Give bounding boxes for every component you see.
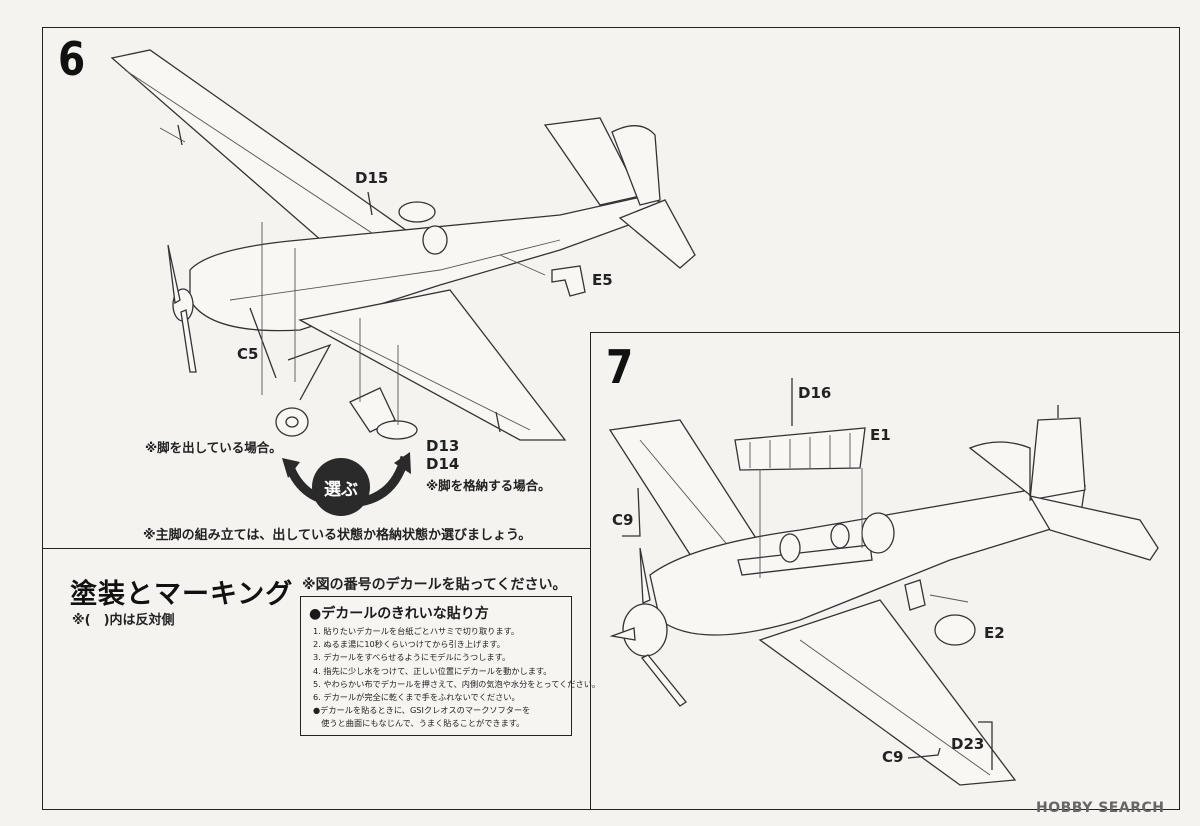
part-label-c9-bottom: C9 [882,748,904,766]
painting-title: 塗装とマーキング [70,579,294,610]
part-label-d13: D13 [426,437,460,455]
decal-step: 1. 貼りたいデカールを台紙ごとハサミで切り取ります。 [313,626,520,636]
part-label-e5: E5 [592,271,613,289]
step6-frame [42,27,1180,549]
part-label-e2: E2 [984,624,1005,642]
decal-step: 2. ぬるま湯に10秒くらいつけてから引き上げます。 [313,639,505,650]
painting-frame [42,548,590,810]
decal-guide-title: ●デカールのきれいな貼り方 [309,606,489,622]
note-gear-retracted: ※脚を格納する場合。 [426,478,551,493]
part-label-d16: D16 [798,384,832,402]
part-label-c9-top: C9 [612,511,634,529]
decal-step: ●デカールを貼るときに、GSIクレオスのマークソフターを [313,705,531,716]
decal-step: 4. 指先に少し水をつけて、正しい位置にデカールを動かします。 [313,665,552,676]
part-label-c5: C5 [237,345,259,363]
decal-step: 使うと曲面にもなじんで、うまく貼ることができます。 [313,718,525,729]
step6-footnote: ※主脚の組み立ては、出している状態か格納状態か選びましょう。 [143,528,532,543]
step6-number: 6 [58,32,85,86]
decal-instruction: ※図の番号のデカールを貼ってください。 [302,577,567,593]
part-label-d15: D15 [355,169,389,187]
watermark: HOBBY SEARCH [1036,800,1165,816]
part-label-d14: D14 [426,455,460,473]
part-label-d23: D23 [951,735,985,753]
part-label-e1: E1 [870,426,891,444]
choose-badge: 選ぶ [312,458,370,516]
decal-step: 6. デカールが完全に乾くまで手をふれないでください。 [313,692,520,703]
note-gear-extended: ※脚を出している場合。 [145,440,282,455]
decal-guide-steps: 1. 貼りたいデカールを台紙ごとハサミで切り取ります。 2. ぬるま湯に10秒く… [313,625,600,731]
step7-number: 7 [606,340,633,394]
decal-step: 3. デカールをすべらせるようにモデルにうつします。 [313,652,511,663]
reverse-side-note: ※( )内は反対側 [72,613,175,628]
decal-guide-box: ●デカールのきれいな貼り方 1. 貼りたいデカールを台紙ごとハサミで切り取ります… [300,596,600,736]
decal-step: 5. やわらかい布でデカールを押さえて、内側の気泡や水分をとってください。 [313,678,601,689]
